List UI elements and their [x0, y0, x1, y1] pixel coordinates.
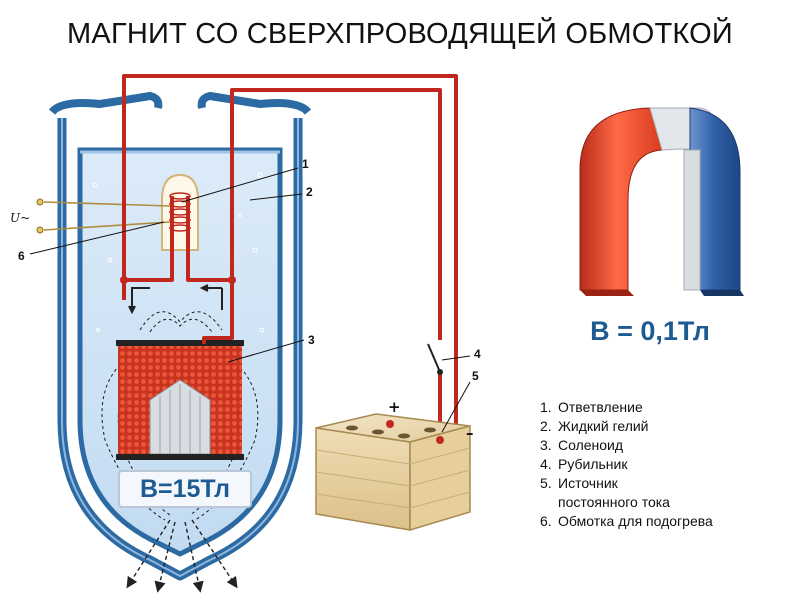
legend-text: Жидкий гелий — [558, 418, 649, 434]
callout-1: 1 — [302, 157, 309, 171]
legend-text-continuation: постоянного тока — [558, 494, 670, 510]
callout-6: 6 — [18, 249, 25, 263]
legend-item: 1. Ответвление — [540, 398, 713, 417]
battery-minus-label: – — [466, 424, 474, 442]
legend-text: Соленоид — [558, 437, 624, 453]
legend-item: 5. Источник — [540, 474, 713, 493]
legend-item: 2. Жидкий гелий — [540, 417, 713, 436]
callout-leaders — [29, 167, 471, 433]
voltage-label: U~ — [10, 211, 30, 225]
legend-text: Обмотка для подогрева — [558, 513, 713, 529]
legend-text: Рубильник — [558, 456, 628, 472]
solenoid — [116, 340, 244, 460]
circuit-wires — [122, 74, 458, 440]
legend-text: Ответвление — [558, 399, 643, 415]
legend-item: 4. Рубильник — [540, 455, 713, 474]
callout-3: 3 — [308, 333, 315, 347]
superconducting-field-label: B=15Тл — [118, 470, 252, 508]
permanent-magnet-field-label: B = 0,1Тл — [590, 316, 710, 346]
legend-item: 6. Обмотка для подогрева — [540, 512, 713, 531]
callout-2: 2 — [306, 185, 313, 199]
current-arrows — [128, 284, 223, 315]
legend-number: 1. — [540, 399, 552, 415]
legend-text: Источник — [558, 475, 618, 491]
legend-number: 5. — [540, 475, 552, 491]
horseshoe-magnet — [579, 107, 744, 296]
legend-number: 6. — [540, 513, 552, 529]
knife-switch — [427, 343, 443, 375]
callout-5: 5 — [472, 369, 479, 383]
legend: 1. Ответвление 2. Жидкий гелий 3. Солено… — [540, 398, 713, 531]
legend-number: 4. — [540, 456, 552, 472]
page-title: МАГНИТ СО СВЕРХПРОВОДЯЩЕЙ ОБМОТКОЙ — [67, 18, 733, 50]
legend-number: 2. — [540, 418, 552, 434]
dc-battery: + – — [315, 398, 474, 532]
legend-item: 3. Соленоид — [540, 436, 713, 455]
callout-4: 4 — [474, 347, 481, 361]
battery-plus-label: + — [388, 398, 401, 416]
legend-number: 3. — [540, 437, 552, 453]
